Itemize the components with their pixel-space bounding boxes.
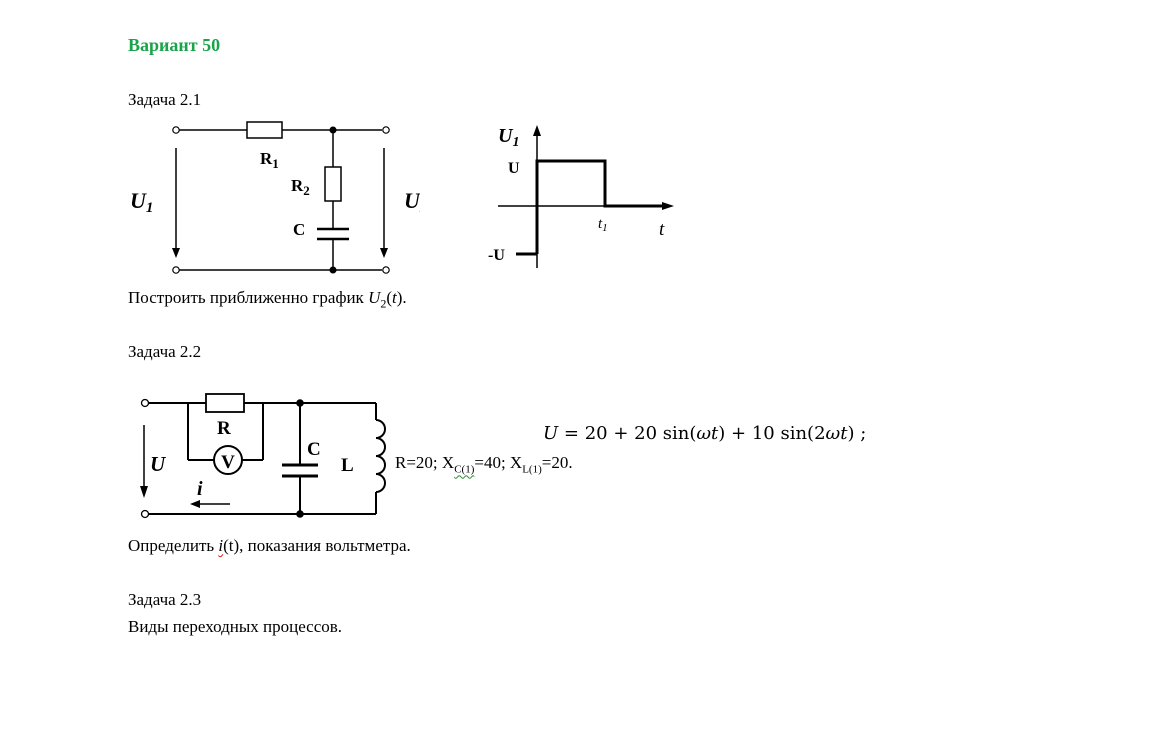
level-minus-u: -U (488, 247, 505, 264)
current-i-label: i (197, 478, 203, 500)
task-2-1-statement: Построить приближенно график U2(t). (128, 288, 407, 311)
resistor-r1 (246, 121, 283, 139)
variant-title: Вариант 50 (128, 35, 221, 55)
graph-x-label: t (659, 219, 665, 240)
svg-text:R1: R1 (260, 149, 279, 171)
svg-text:U1: U1 (130, 188, 153, 216)
r2-label: R (291, 176, 304, 195)
resistor-r (205, 393, 245, 413)
u1-label: U (130, 188, 147, 213)
task-2-2-statement: Определить i(t), показания вольтметра. (128, 536, 411, 555)
t1-label: t (598, 216, 603, 232)
task-2-3-statement: Виды переходных процессов. (128, 617, 343, 636)
source-formula: U = 20 + 20 sin(ωt) + 10 sin(2ωt) ; (543, 423, 867, 444)
svg-text:U1: U1 (498, 125, 519, 150)
voltmeter-icon: V (221, 452, 235, 473)
inductor-l (375, 419, 386, 493)
u2-label: U (404, 188, 420, 213)
source-u-label: U (150, 452, 167, 476)
task-2-3-heading: Задача 2.3 (128, 590, 202, 609)
c-label: C (293, 220, 305, 239)
task-2-2-heading: Задача 2.2 (128, 342, 202, 361)
task-2-2-circuit: U i R V C L (140, 393, 386, 519)
task-2-1-u1-graph: U1 U -U t1 t (488, 125, 674, 268)
c2-label: C (307, 439, 321, 460)
task-2-1-circuit: U1 U2 R1 R2 C (130, 121, 420, 274)
svg-text:t1: t1 (598, 216, 608, 234)
svg-text:U2: U2 (404, 188, 420, 216)
task-2-1-heading: Задача 2.1 (128, 90, 202, 109)
level-u: U (508, 160, 520, 177)
r-label: R (217, 418, 231, 439)
l-label: L (341, 455, 354, 476)
resistor-r2 (324, 166, 342, 202)
svg-text:R2: R2 (291, 176, 310, 198)
circuit-params: R=20; XC(1)=40; XL(1)=20. (395, 453, 573, 476)
graph-y-label: U (498, 125, 514, 147)
r1-label: R (260, 149, 273, 168)
